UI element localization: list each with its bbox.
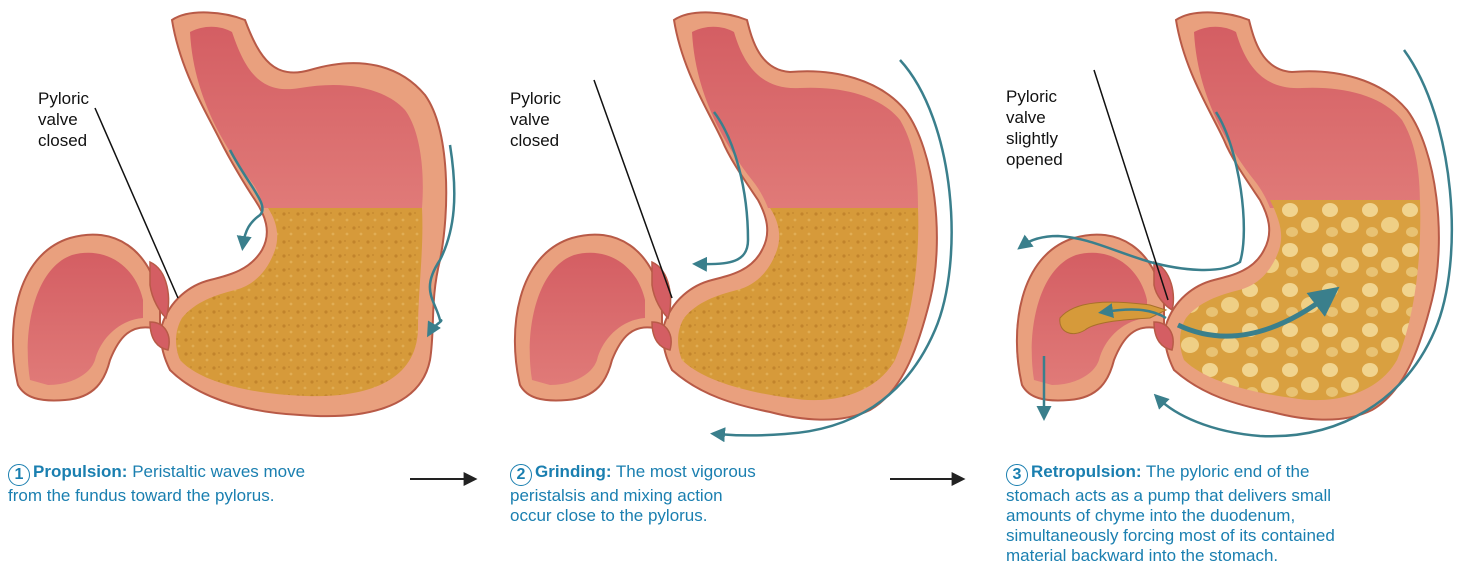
label-line: opened: [1006, 149, 1063, 170]
label-line: Pyloric: [510, 88, 561, 109]
caption-line: material backward into the stomach.: [1006, 546, 1456, 566]
step-number: 3: [1006, 464, 1028, 486]
caption-line: peristalsis and mixing action: [510, 486, 890, 506]
caption-line: from the fundus toward the pylorus.: [8, 486, 408, 506]
step-number: 2: [510, 464, 532, 486]
stomach-illustration-3: [1017, 12, 1452, 436]
caption-title: Propulsion:: [33, 462, 127, 481]
stomach-illustration-1: [13, 12, 454, 416]
caption-line: simultaneously forcing most of its conta…: [1006, 526, 1456, 546]
label-line: closed: [510, 130, 561, 151]
label-line: valve: [38, 109, 89, 130]
label-line: valve: [1006, 107, 1063, 128]
label-line: closed: [38, 130, 89, 151]
caption-line: The pyloric end of the: [1146, 462, 1309, 481]
caption-title: Retropulsion:: [1031, 462, 1142, 481]
caption-line: The most vigorous: [616, 462, 756, 481]
pyloric-valve-label-1: Pyloric valve closed: [38, 88, 89, 151]
label-line: slightly: [1006, 128, 1063, 149]
label-line: valve: [510, 109, 561, 130]
caption-line: amounts of chyme into the duodenum,: [1006, 506, 1456, 526]
caption-line: Peristaltic waves move: [132, 462, 305, 481]
caption-title: Grinding:: [535, 462, 611, 481]
caption-line: occur close to the pylorus.: [510, 506, 890, 526]
stomach-illustration-2: [515, 12, 952, 435]
caption-line: stomach acts as a pump that delivers sma…: [1006, 486, 1456, 506]
pyloric-valve-label-2: Pyloric valve closed: [510, 88, 561, 151]
step-number: 1: [8, 464, 30, 486]
label-line: Pyloric: [1006, 86, 1063, 107]
pyloric-valve-label-3: Pyloric valve slightly opened: [1006, 86, 1063, 170]
label-line: Pyloric: [38, 88, 89, 109]
